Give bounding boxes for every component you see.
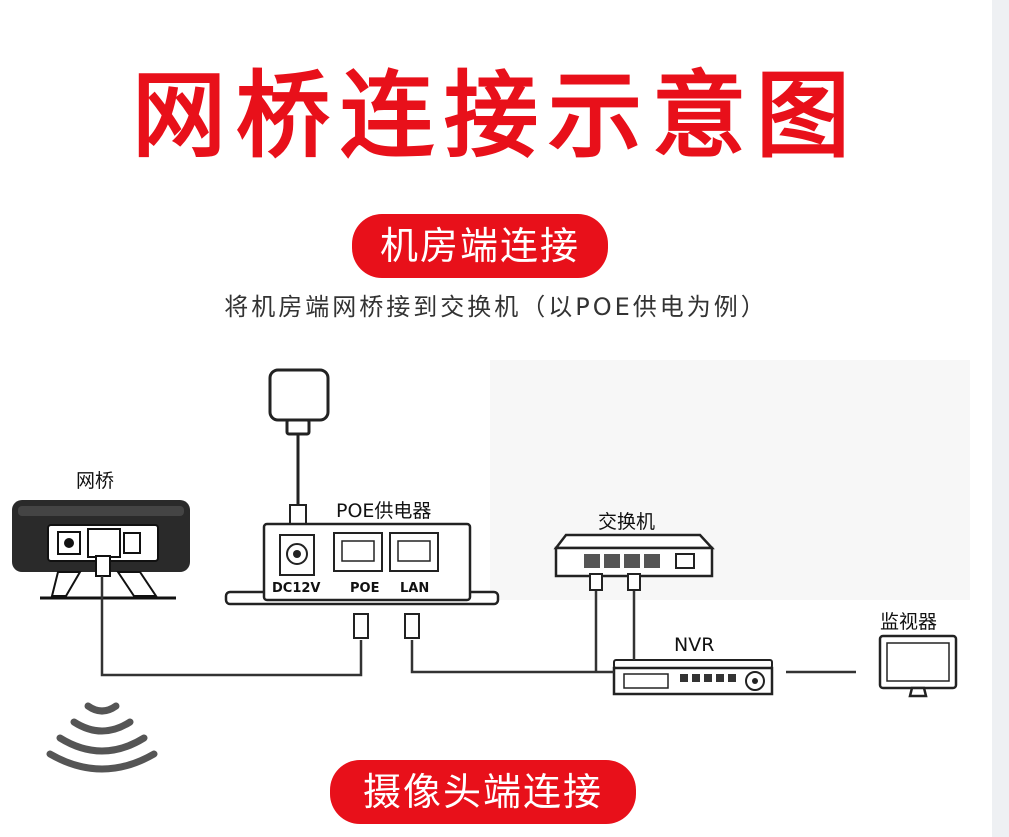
label-bridge: 网桥 <box>76 470 115 492</box>
section-badge-server-room: 机房端连接 <box>352 214 608 278</box>
bridge-rj45-plug-icon <box>95 555 111 577</box>
poe-injector-icon <box>224 522 500 606</box>
port-label-lan: LAN <box>400 581 430 596</box>
switch-device-icon <box>553 533 715 578</box>
right-scroll-strip <box>992 0 1009 837</box>
label-poe-injector: POE供电器 <box>336 500 432 522</box>
label-monitor: 监视器 <box>880 611 938 633</box>
port-label-poe: POE <box>350 581 380 596</box>
wireless-signal-icon <box>46 702 158 773</box>
dc-plug-icon <box>289 504 307 526</box>
rj45-plug-icons <box>353 573 641 639</box>
diagram-caption: 将机房端网桥接到交换机（以POE供电为例） <box>224 293 768 321</box>
label-nvr: NVR <box>674 634 715 656</box>
bridge-device-icon <box>12 500 190 600</box>
section-badge-camera-side: 摄像头端连接 <box>330 760 636 824</box>
monitor-icon <box>878 634 958 698</box>
cable-lan-to-nvr <box>410 640 614 674</box>
port-label-dc12v: DC12V <box>272 581 321 596</box>
power-adapter-icon <box>268 368 330 436</box>
label-switch: 交换机 <box>598 511 656 533</box>
cable-lines <box>100 576 856 677</box>
page-title: 网桥连接示意图 <box>131 62 860 171</box>
nvr-device-icon <box>612 659 774 696</box>
cable-bridge-to-poe <box>100 576 363 677</box>
